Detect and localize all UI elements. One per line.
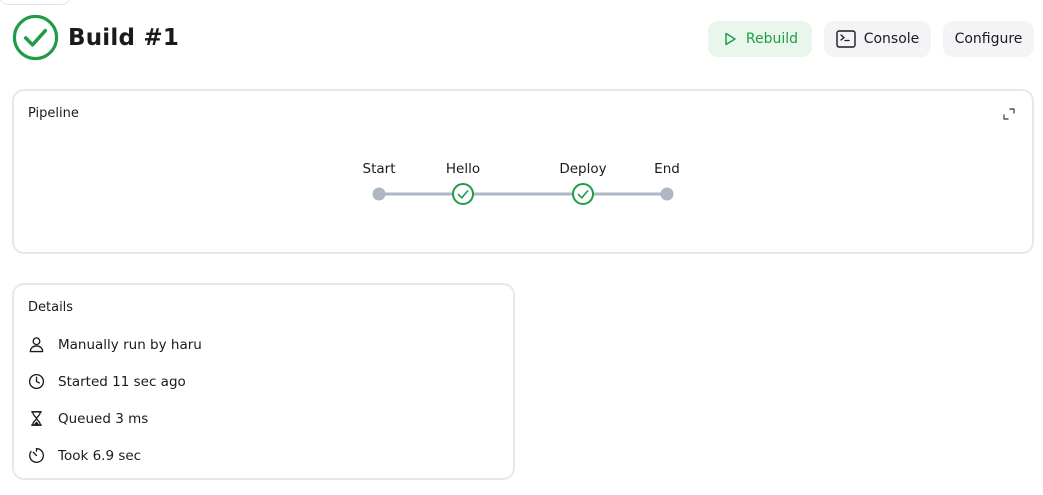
stage-label-start: Start — [362, 161, 396, 177]
hourglass-icon — [31, 411, 42, 426]
stage-label-deploy: Deploy — [559, 161, 607, 177]
console-label: Console — [863, 31, 920, 47]
detail-text: Queued 3 ms — [58, 410, 149, 427]
pipeline-card: Pipeline Start Hello Deploy End — [12, 89, 1034, 254]
stage-label-end: End — [654, 161, 680, 177]
detail-started-by: Manually run by haru — [28, 336, 202, 353]
timer-icon — [29, 448, 44, 463]
stage-node-end — [660, 187, 674, 201]
stage-node-hello — [452, 183, 474, 205]
popup-remnant — [0, 0, 70, 5]
rebuild-button[interactable]: Rebuild — [708, 21, 812, 57]
success-check-icon — [12, 14, 59, 61]
terminal-icon — [836, 30, 856, 48]
configure-button[interactable]: Configure — [943, 21, 1034, 57]
stage-node-start — [372, 187, 386, 201]
console-button[interactable]: Console — [824, 21, 931, 57]
play-icon — [725, 32, 736, 46]
configure-label: Configure — [954, 31, 1023, 47]
build-header: Build #1 — [12, 14, 179, 61]
expand-icon[interactable] — [1002, 107, 1016, 121]
detail-text: Took 6.9 sec — [58, 447, 142, 464]
detail-text: Started 11 sec ago — [58, 373, 186, 390]
detail-duration: Took 6.9 sec — [28, 447, 141, 464]
user-icon — [29, 337, 44, 353]
pipeline-graph — [372, 183, 674, 205]
details-title: Details — [28, 300, 74, 315]
detail-started-time: Started 11 sec ago — [28, 373, 186, 390]
detail-text: Manually run by haru — [58, 336, 202, 353]
stage-label-hello: Hello — [445, 161, 481, 177]
rebuild-label: Rebuild — [745, 31, 799, 47]
clock-icon — [28, 373, 45, 390]
pipeline-title: Pipeline — [28, 106, 79, 121]
page-title: Build #1 — [68, 24, 180, 51]
details-card: Details Manually run by haru Started 11 … — [12, 283, 515, 480]
stage-node-deploy — [572, 183, 594, 205]
detail-queued: Queued 3 ms — [28, 410, 148, 427]
